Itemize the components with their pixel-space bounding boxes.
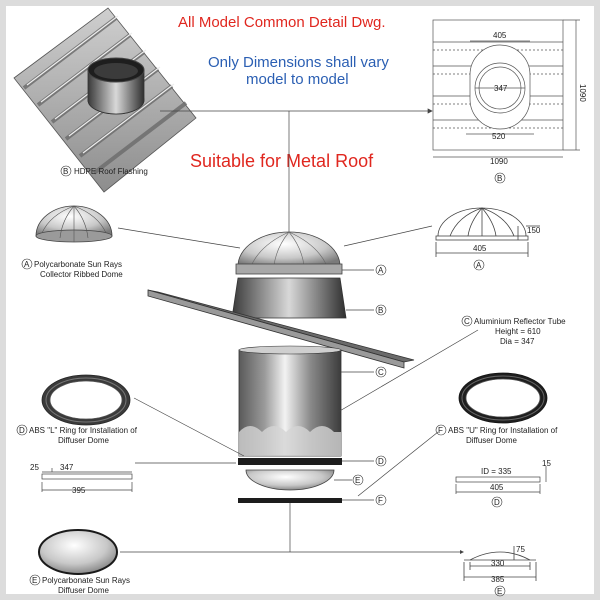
diffuser-label-2: Diffuser Dome	[58, 586, 110, 595]
u-ring-label-2: Diffuser Dome	[466, 436, 518, 445]
flash-dim-347: 347	[494, 84, 508, 93]
u-ring-label-1: ABS "U" Ring for Installation of	[448, 426, 558, 435]
callout-d: D	[378, 457, 384, 466]
l-ring-dim-395: 395	[72, 486, 86, 495]
dome-elevation	[435, 207, 540, 257]
u-ring-dim-id: ID = 335	[481, 467, 512, 476]
callout-e: E	[355, 476, 360, 485]
dome-dim-height: 150	[527, 226, 541, 235]
u-ring-dim-405: 405	[490, 483, 504, 492]
assembly-stack	[147, 231, 415, 552]
note-line-2: model to model	[246, 71, 349, 88]
dome-elev-marker: A	[476, 261, 482, 270]
l-ring-dim-25: 25	[30, 463, 39, 472]
flash-dim-width: 1090	[490, 157, 508, 166]
l-ring-illustration	[41, 374, 131, 426]
callout-b: B	[378, 306, 383, 315]
diffuser-dome-illustration	[38, 529, 118, 575]
dome-marker: A	[24, 260, 30, 269]
u-ring-marker: F	[438, 426, 443, 435]
flashing-plan-view	[432, 19, 580, 158]
collector-dome-illustration	[35, 205, 113, 243]
drawing-title: All Model Common Detail Dwg.	[178, 14, 386, 31]
l-ring-label-2: Diffuser Dome	[58, 436, 110, 445]
diffuser-dim-385: 385	[491, 575, 505, 584]
flashing-marker: B	[63, 167, 68, 176]
tube-label-3: Dia = 347	[500, 337, 535, 346]
callout-f: F	[378, 496, 383, 505]
u-ring-illustration	[458, 372, 548, 424]
u-ring-section-marker: D	[494, 498, 500, 507]
flash-dim-height: 1090	[578, 84, 587, 102]
note-line-1: Only Dimensions shall vary	[208, 54, 389, 71]
dome-label-1: Polycarbonate Sun Rays	[34, 260, 122, 269]
diffuser-marker: E	[32, 576, 37, 585]
u-ring-section	[455, 466, 547, 494]
flashing-label: HDPE Roof Flashing	[74, 167, 148, 176]
u-ring-dim-15: 15	[542, 459, 551, 468]
l-ring-label-1: ABS "L" Ring for Installation of	[29, 426, 138, 435]
tube-label-1: Aluminium Reflector Tube	[474, 317, 566, 326]
diffuser-dim-330: 330	[491, 559, 505, 568]
flashing-connector	[160, 108, 433, 240]
diffuser-dim-75: 75	[516, 545, 525, 554]
flash-plan-marker: B	[497, 174, 502, 183]
flash-dim-520: 520	[492, 132, 506, 141]
callout-c: C	[378, 368, 384, 377]
diffuser-elev-marker: E	[497, 587, 502, 596]
tube-label-2: Height = 610	[495, 327, 541, 336]
roof-suitability-note: Suitable for Metal Roof	[190, 151, 374, 171]
callout-a: A	[378, 266, 384, 275]
flashing-illustration	[13, 7, 197, 193]
assembly-callouts	[334, 269, 374, 501]
flash-dim-405: 405	[493, 31, 507, 40]
dome-dim-width: 405	[473, 244, 487, 253]
l-ring-marker: D	[19, 426, 25, 435]
diffuser-elevation	[463, 546, 537, 581]
tube-marker: C	[464, 317, 470, 326]
l-ring-section	[41, 468, 133, 492]
dome-label-2: Collector Ribbed Dome	[40, 270, 123, 279]
diffuser-label-1: Polycarbonate Sun Rays	[42, 576, 130, 585]
l-ring-dim-347: 347	[60, 463, 74, 472]
